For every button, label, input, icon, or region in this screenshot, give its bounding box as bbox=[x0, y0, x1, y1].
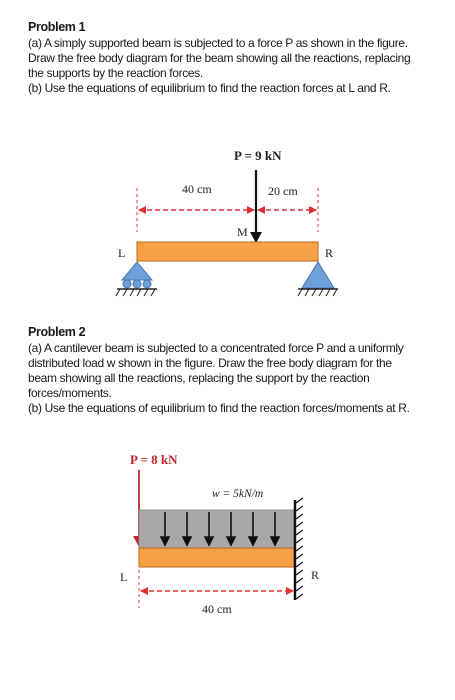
p1-left-support-label: L bbox=[118, 246, 125, 260]
p2-beam bbox=[138, 547, 295, 568]
problem2-part-a-line1: (a) A cantilever beam is subjected to a … bbox=[28, 341, 404, 355]
p1-dim-right-label: 20 cm bbox=[268, 184, 298, 198]
problem1-figure: P = 9 kN 40 cm 20 cm M L R bbox=[115, 148, 338, 297]
problem2-part-a-line2: distributed load w shown in the figure. … bbox=[28, 356, 392, 370]
problem2-part-a-line3: beam showing all the reactions, replacin… bbox=[28, 371, 370, 385]
p1-force-arrowhead bbox=[250, 232, 262, 243]
p2-dim-label: 40 cm bbox=[202, 602, 232, 616]
p1-left-pin-support bbox=[115, 261, 157, 297]
p1-dim-left-label: 40 cm bbox=[182, 182, 212, 196]
problem2-figure: P = 8 kN w = 5kN/m L R 4 bbox=[120, 452, 319, 616]
problem1-part-a-line1: (a) A simply supported beam is subjected… bbox=[28, 36, 408, 50]
problem2-text: Problem 2 (a) A cantilever beam is subje… bbox=[28, 325, 438, 416]
p2-left-end-label: L bbox=[120, 570, 127, 584]
p2-load-arrows bbox=[159, 512, 281, 547]
p1-point-m-label: M bbox=[237, 225, 248, 239]
p2-right-end-label: R bbox=[311, 568, 319, 582]
problem1-part-a-line3: the supports by the reaction forces. bbox=[28, 66, 203, 80]
problem1-heading: Problem 1 bbox=[28, 20, 86, 34]
p1-right-pin-support bbox=[297, 261, 338, 297]
problem2-heading: Problem 2 bbox=[28, 325, 86, 339]
p2-distributed-load bbox=[138, 509, 295, 549]
problem1-part-b: (b) Use the equations of equilibrium to … bbox=[28, 81, 391, 95]
p2-fixed-wall bbox=[293, 497, 304, 600]
problem1-text: Problem 1 (a) A simply supported beam is… bbox=[28, 20, 438, 96]
problem1-part-a-line2: Draw the free body diagram for the beam … bbox=[28, 51, 411, 65]
p1-beam bbox=[136, 241, 319, 262]
p2-force-label: P = 8 kN bbox=[130, 452, 178, 467]
p2-load-label: w = 5kN/m bbox=[212, 488, 263, 500]
problem2-part-a-line4: forces/moments. bbox=[28, 386, 112, 400]
p1-force-label: P = 9 kN bbox=[234, 148, 282, 163]
p1-right-support-label: R bbox=[325, 246, 333, 260]
problem2-part-b: (b) Use the equations of equilibrium to … bbox=[28, 401, 410, 415]
